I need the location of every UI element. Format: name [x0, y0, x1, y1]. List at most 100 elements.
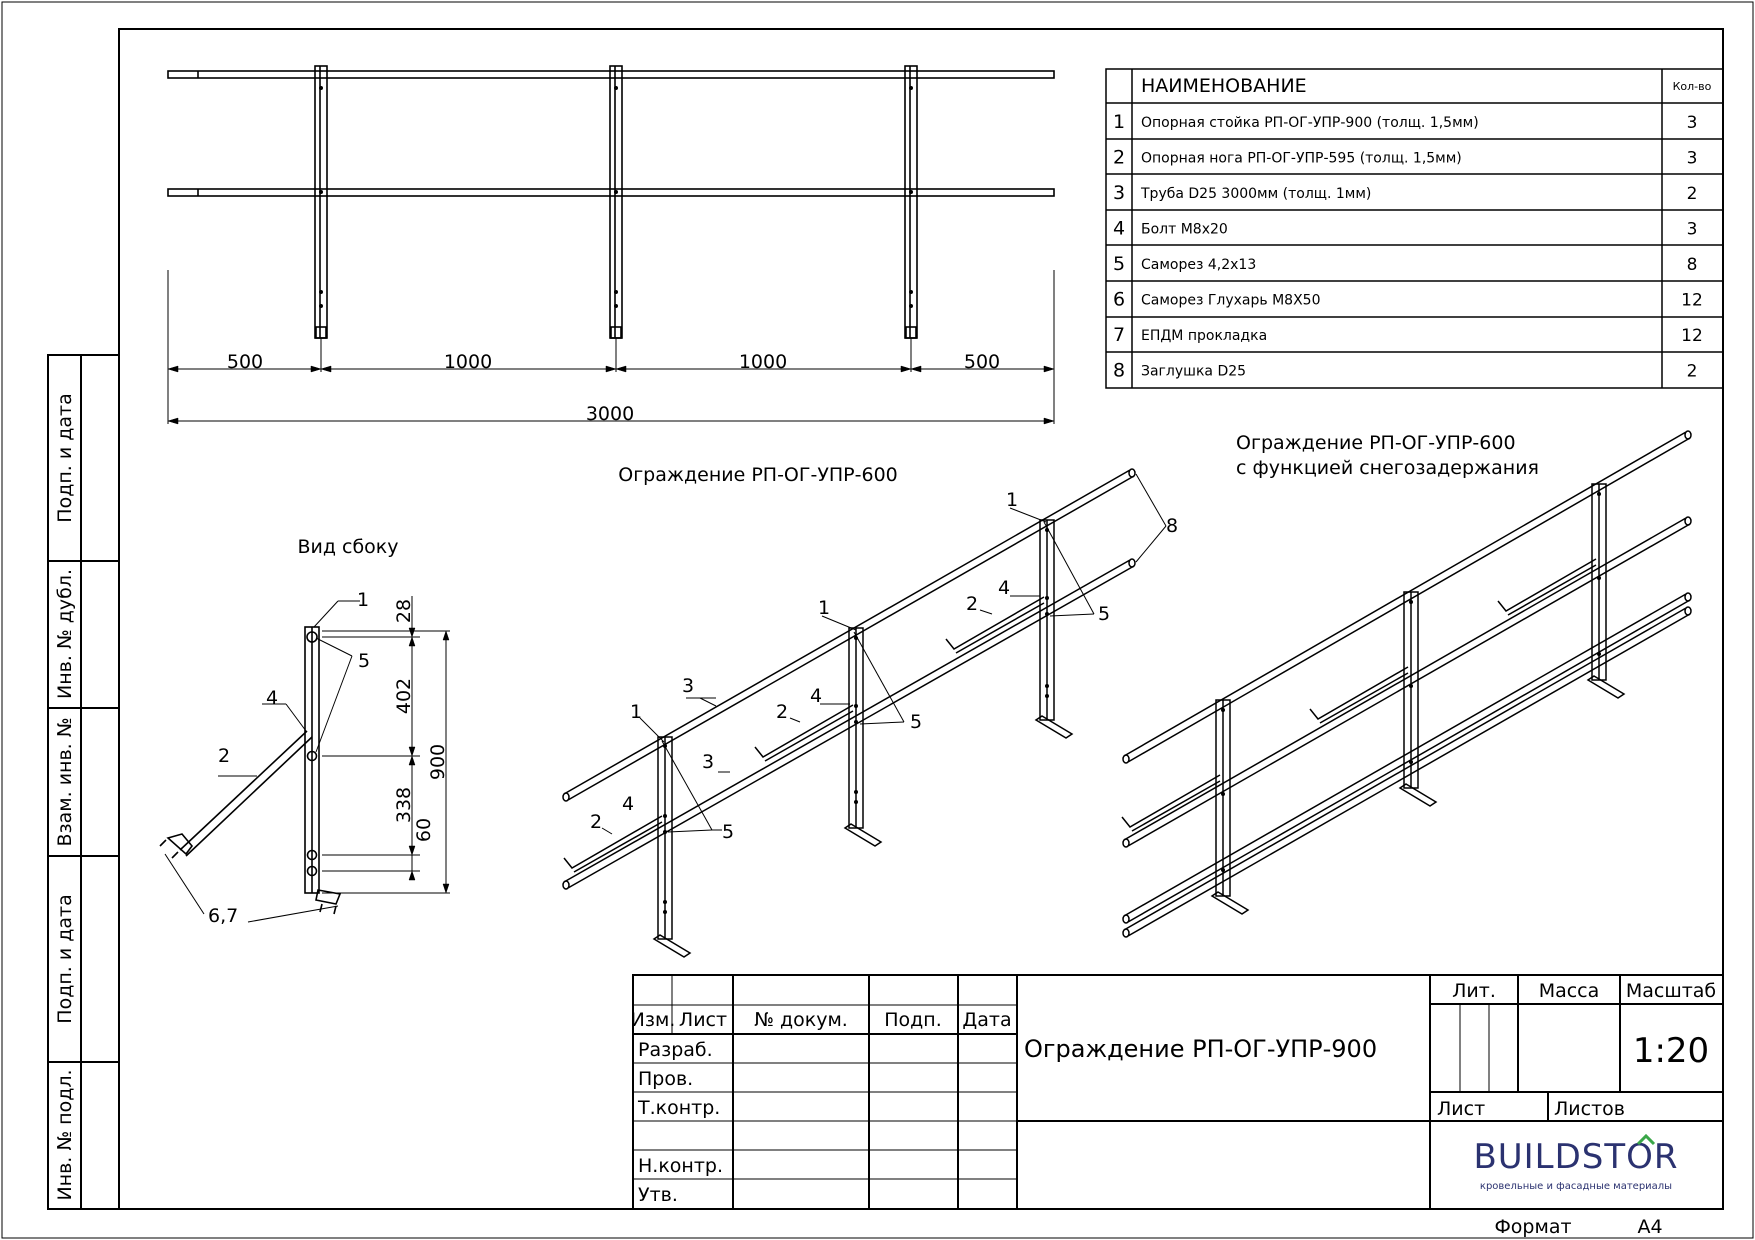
dim-label: 500 — [227, 351, 263, 373]
dim-label: 1000 — [739, 351, 787, 373]
front-post-holes — [319, 86, 913, 308]
side-view-title: Вид сбоку — [297, 536, 398, 558]
strip-label: Подп. и дата — [54, 393, 76, 522]
strip-label: Подп. и дата — [54, 894, 76, 1023]
spec-header-name: НАИМЕНОВАНИЕ — [1141, 75, 1307, 97]
callout: 2 — [590, 811, 602, 833]
callout: 5 — [1098, 603, 1110, 625]
dim-label: 500 — [964, 351, 1000, 373]
spec-row-num: 1 — [1113, 111, 1125, 133]
stamp-row: Н.контр. — [638, 1155, 723, 1177]
spec-row-num: 7 — [1113, 324, 1125, 346]
iso-fence-dots — [663, 528, 1049, 914]
dim-total: 3000 — [586, 403, 634, 425]
spec-row-qty: 2 — [1687, 362, 1698, 382]
spec-row-qty: 2 — [1687, 184, 1698, 204]
callout: 2 — [966, 593, 978, 615]
spec-row-qty: 3 — [1687, 149, 1698, 169]
sheet-label: Лист — [1437, 1098, 1485, 1120]
stamp-row: Утв. — [638, 1184, 678, 1206]
spec-row-name: Заглушка D25 — [1141, 364, 1246, 380]
spec-row-num: 6 — [1113, 289, 1125, 311]
spec-table — [1105, 68, 1724, 389]
strip-label: Инв. № подл. — [54, 1069, 76, 1200]
callout: 1 — [630, 701, 642, 723]
spec-header-qty: Кол-во — [1673, 80, 1712, 93]
callout: 5 — [722, 821, 734, 843]
stamp-row: Пров. — [638, 1068, 693, 1090]
format-label: Формат — [1494, 1216, 1571, 1238]
spec-row-qty: 8 — [1687, 255, 1698, 275]
spec-row-num: 4 — [1113, 218, 1125, 240]
iso-snow-title-2: с функцией снегозадержания — [1236, 457, 1539, 479]
callout: 4 — [622, 793, 634, 815]
stamp-row: Т.контр. — [637, 1097, 720, 1119]
strip-label: Инв. № дубл. — [54, 569, 76, 699]
scale-value: 1:20 — [1633, 1031, 1709, 1071]
spec-row-name: Опорная стойка РП-ОГ-УПР-900 (толщ. 1,5м… — [1141, 115, 1479, 131]
stamp-col: Изм. — [631, 1009, 676, 1031]
iso-fence-title: Ограждение РП-ОГ-УПР-600 — [618, 464, 898, 486]
iso-fence — [562, 468, 1167, 958]
dim-label: 60 — [413, 818, 435, 842]
callout: 8 — [1166, 515, 1178, 537]
front-post — [314, 65, 328, 339]
iso-snow-dots — [1221, 492, 1601, 872]
callout: 1 — [1006, 489, 1018, 511]
dim-label: 900 — [427, 744, 449, 780]
company-tagline: кровельные и фасадные материалы — [1480, 1181, 1672, 1192]
spec-row-qty: 12 — [1681, 291, 1703, 311]
dim-label: 28 — [393, 599, 415, 623]
callout: 4 — [810, 685, 822, 707]
company-logo: BUILDSTOR — [1473, 1137, 1678, 1177]
callout: 4 — [998, 577, 1010, 599]
stamp-col: Подп. — [884, 1009, 942, 1031]
lit-label: Лит. — [1452, 980, 1496, 1002]
spec-row-num: 3 — [1113, 182, 1125, 204]
callout: 5 — [910, 711, 922, 733]
format-value: А4 — [1637, 1216, 1662, 1238]
iso-snow-title-1: Ограждение РП-ОГ-УПР-600 — [1236, 432, 1516, 454]
front-view — [167, 65, 1055, 425]
scale-label: Масштаб — [1626, 980, 1716, 1002]
front-post — [609, 65, 623, 339]
spec-row-name: ЕПДМ прокладка — [1141, 328, 1267, 344]
spec-row-qty: 12 — [1681, 326, 1703, 346]
sheets-label: Листов — [1554, 1098, 1625, 1120]
dim-label: 402 — [393, 678, 415, 714]
main-frame — [118, 28, 1724, 1210]
iso-snow-fence — [1121, 430, 1692, 938]
callout: 5 — [358, 650, 370, 672]
callout: 6,7 — [208, 905, 238, 927]
front-post — [904, 65, 918, 339]
stamp-row: Разраб. — [638, 1039, 713, 1061]
callout: 2 — [218, 745, 230, 767]
callout: 3 — [682, 675, 694, 697]
callout: 1 — [818, 597, 830, 619]
dim-label: 338 — [393, 787, 415, 823]
spec-row-name: Труба D25 3000мм (толщ. 1мм) — [1140, 186, 1371, 202]
spec-row-name: Саморез 4,2х13 — [1141, 257, 1256, 273]
spec-row-num: 5 — [1113, 253, 1125, 275]
callout: 2 — [776, 701, 788, 723]
callout: 1 — [357, 589, 369, 611]
spec-row-name: Болт М8х20 — [1141, 222, 1228, 238]
dim-label: 1000 — [444, 351, 492, 373]
spec-row-num: 2 — [1113, 147, 1125, 169]
stamp-col: Лист — [679, 1009, 727, 1031]
callout: 3 — [702, 751, 714, 773]
spec-row-num: 8 — [1113, 360, 1125, 382]
side-strip — [47, 354, 120, 1210]
strip-label: Взам. инв. № — [54, 717, 76, 846]
stamp-col: № докум. — [754, 1009, 848, 1031]
drawing-title: Ограждение РП-ОГ-УПР-900 — [1024, 1035, 1377, 1063]
title-block — [632, 974, 1724, 1210]
spec-row-name: Опорная нога РП-ОГ-УПР-595 (толщ. 1,5мм) — [1141, 151, 1462, 167]
side-view — [159, 596, 450, 923]
stamp-col: Дата — [962, 1009, 1011, 1031]
spec-row-qty: 3 — [1687, 220, 1698, 240]
spec-row-name: Саморез Глухарь М8Х50 — [1141, 293, 1321, 309]
mass-label: Масса — [1539, 980, 1600, 1002]
